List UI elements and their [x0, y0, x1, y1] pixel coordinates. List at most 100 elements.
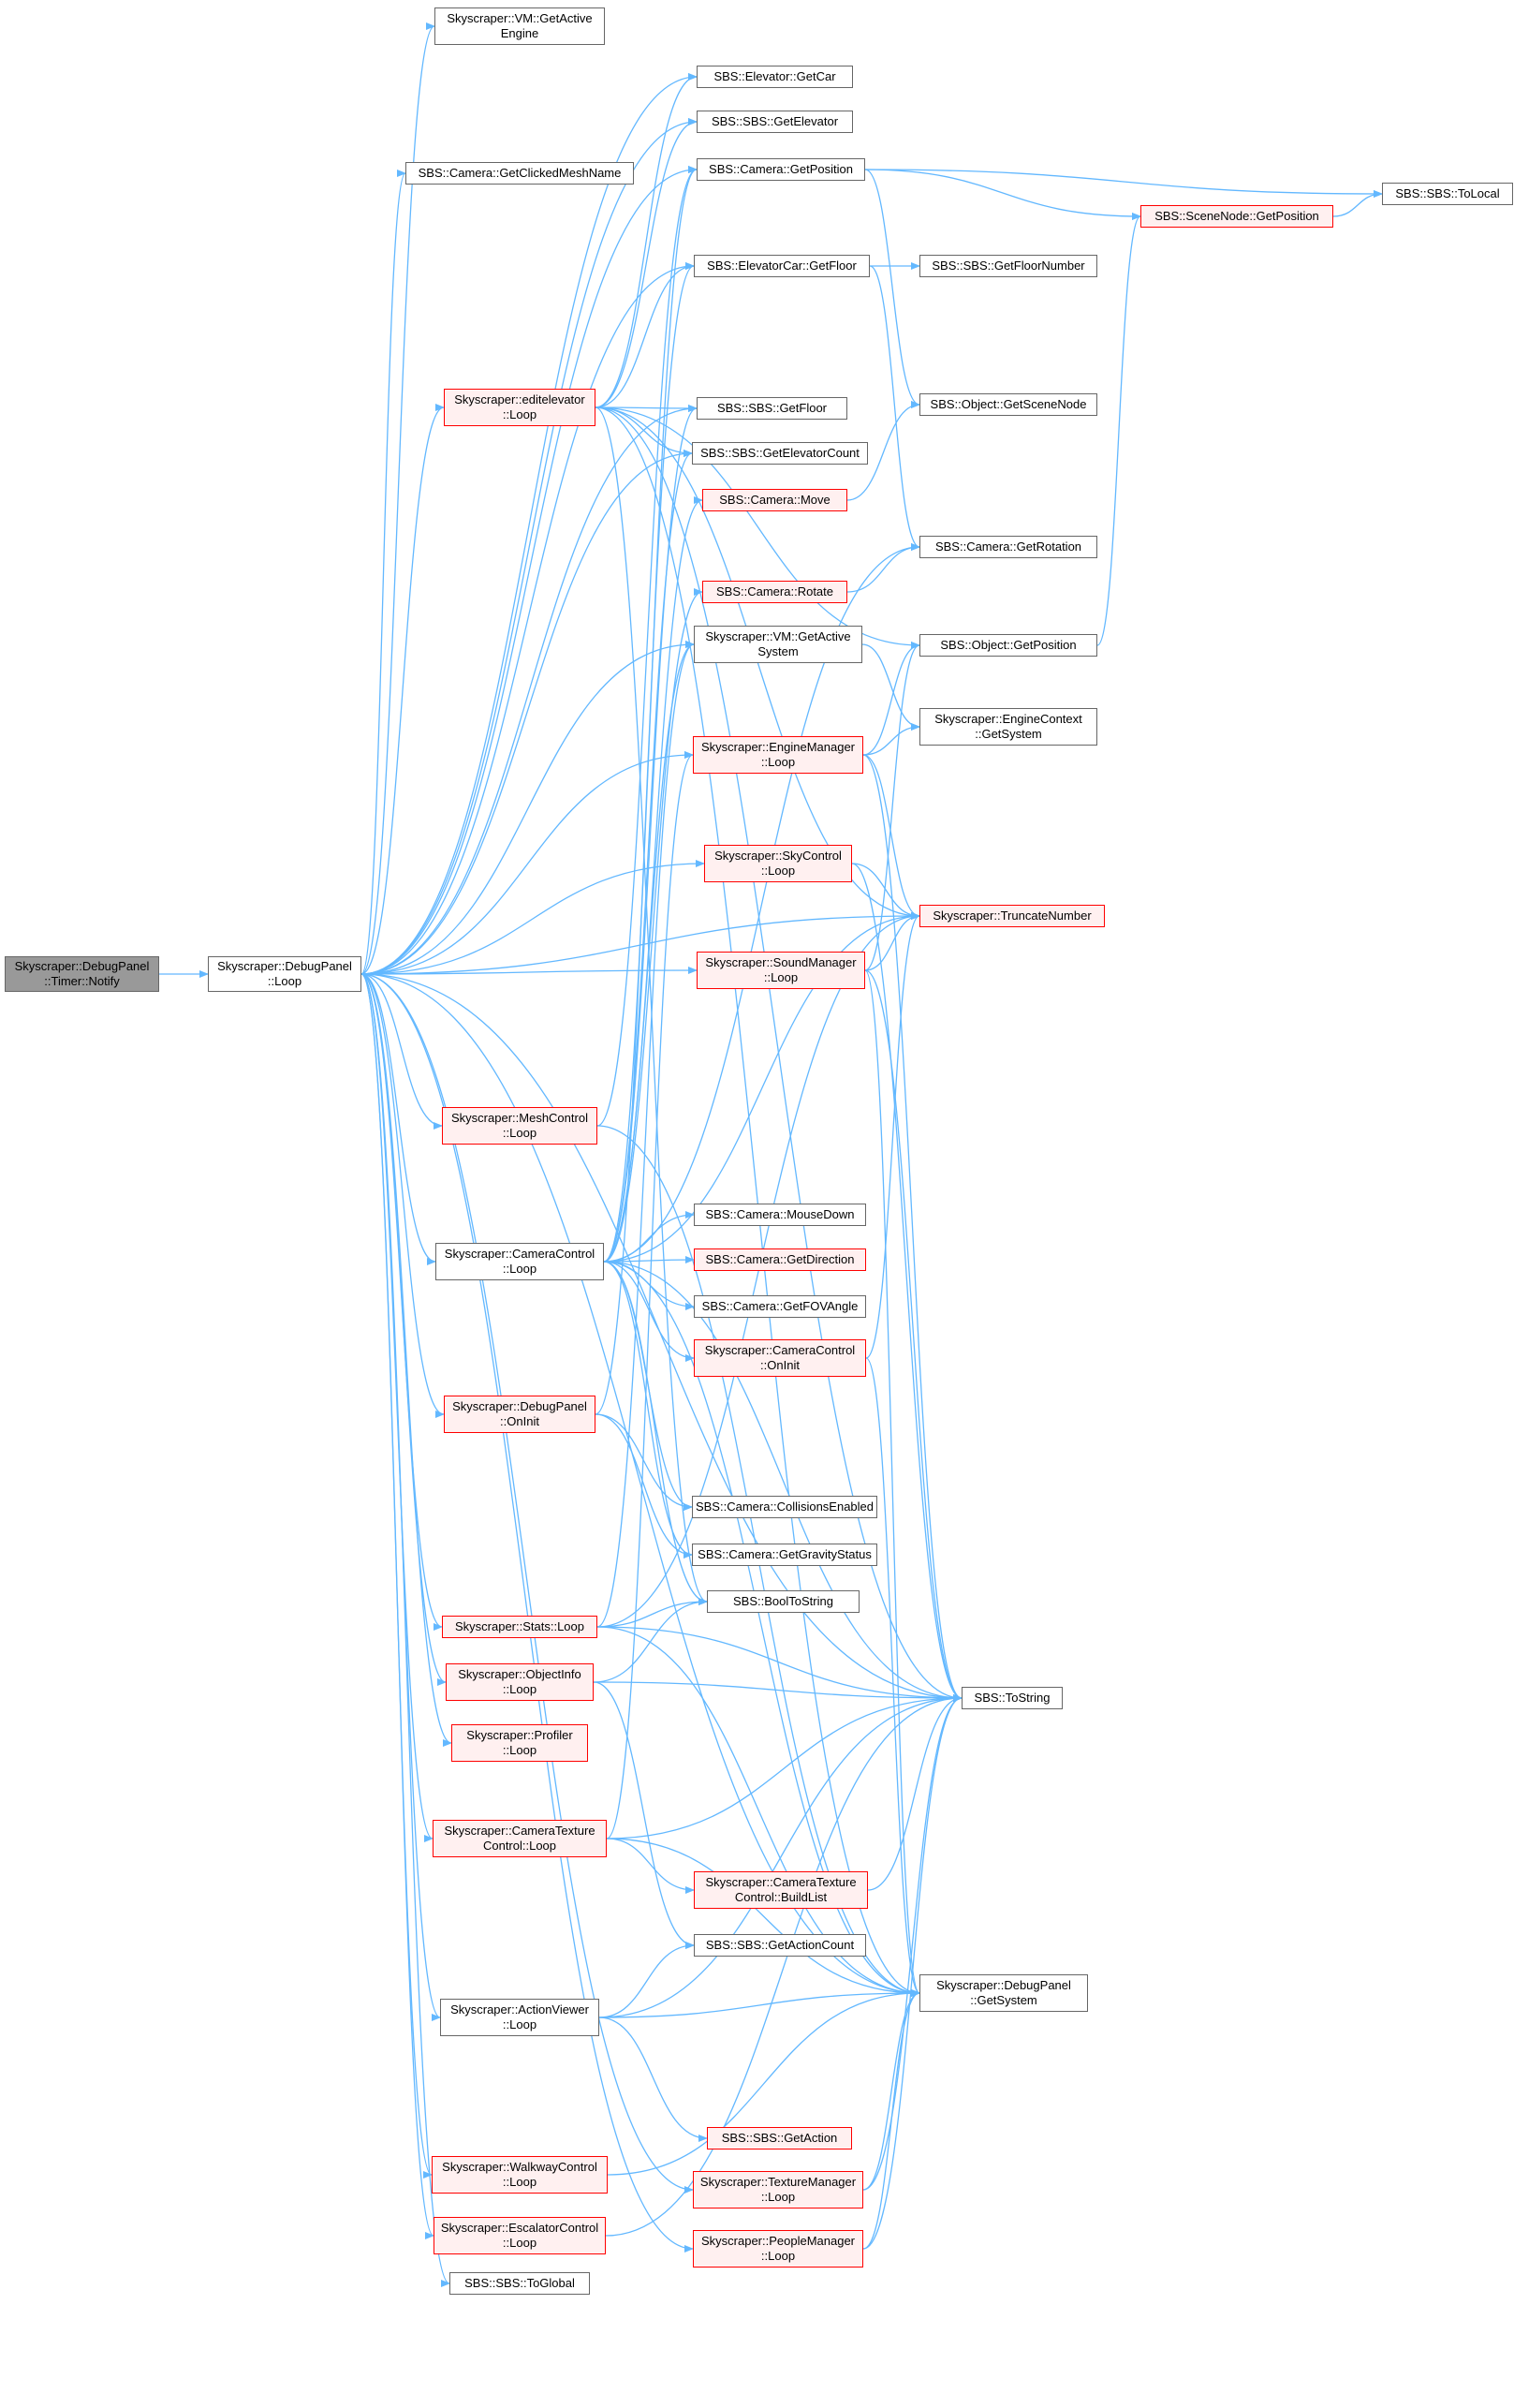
node-toglobal[interactable]: SBS::SBS::ToGlobal: [449, 2272, 590, 2295]
edge-dp_loop-to-skyctrl: [360, 860, 705, 975]
edge-dp_loop-to-editelev: [360, 404, 445, 975]
node-scenenode-getpos[interactable]: SBS::SceneNode::GetPosition: [1140, 205, 1333, 228]
node-label-line: Skyscraper::ActionViewer: [450, 2002, 589, 2017]
node-label-line: Skyscraper::EngineManager: [700, 740, 856, 754]
node-engmgr[interactable]: Skyscraper::EngineManager::Loop: [693, 736, 863, 774]
node-collisions[interactable]: SBS::Camera::CollisionsEnabled: [692, 1496, 877, 1518]
edge-camctrl-to-cam_rotate: [603, 588, 703, 1263]
node-getcar[interactable]: SBS::Elevator::GetCar: [697, 66, 853, 88]
node-label-line: Skyscraper::DebugPanel: [217, 959, 352, 973]
edge-dp_loop-to-vm_engine: [360, 22, 435, 975]
node-elevcount[interactable]: SBS::SBS::GetElevatorCount: [692, 442, 868, 465]
node-label-line: ::Loop: [502, 1682, 537, 1696]
edge-walkway-to-dp_getsystem: [607, 1989, 920, 2176]
node-texmgr[interactable]: Skyscraper::TextureManager::Loop: [693, 2171, 863, 2209]
node-tostring[interactable]: SBS::ToString: [962, 1687, 1063, 1709]
edge-stats-to-tostring: [596, 1626, 963, 1702]
node-label-line: ::Loop: [502, 1743, 537, 1757]
edge-cam_getpos-to-scenenode_getpos: [864, 169, 1141, 220]
node-label-line: ::GetSystem: [975, 727, 1042, 741]
edge-cam_move-to-getscenenode: [846, 401, 920, 501]
edge-editelev-to-elevcount: [595, 406, 693, 457]
node-label-line: SBS::SBS::GetActionCount: [705, 1938, 855, 1952]
node-label-line: ::Loop: [502, 2017, 537, 2031]
edge-buildlist-to-tostring: [867, 1694, 963, 1891]
node-label-line: SBS::BoolToString: [733, 1594, 833, 1608]
node-label-line: ::OnInit: [760, 1358, 800, 1372]
edge-camctrl-to-booltostr: [603, 1261, 708, 1605]
edge-dp_loop-to-cam_getpos: [360, 166, 698, 975]
node-getaction[interactable]: SBS::SBS::GetAction: [707, 2127, 852, 2149]
node-ec-getfloor[interactable]: SBS::ElevatorCar::GetFloor: [694, 255, 870, 277]
node-peoplemgr[interactable]: Skyscraper::PeopleManager::Loop: [693, 2230, 863, 2268]
node-label-line: Skyscraper::CameraControl: [704, 1343, 856, 1357]
node-cam-rotate[interactable]: SBS::Camera::Rotate: [702, 581, 847, 603]
edge-editelev-to-booltostr: [595, 406, 708, 1605]
node-editelev[interactable]: Skyscraper::editelevator::Loop: [444, 389, 595, 426]
node-stats[interactable]: Skyscraper::Stats::Loop: [442, 1616, 597, 1638]
node-profiler[interactable]: Skyscraper::Profiler::Loop: [451, 1724, 588, 1762]
edge-camctrl-to-gravity: [603, 1261, 693, 1559]
edge-camtex-to-dp_getsystem: [606, 1838, 920, 1997]
edge-dp_loop-to-elevcount: [360, 450, 693, 975]
node-clicked-mesh[interactable]: SBS::Camera::GetClickedMeshName: [405, 162, 634, 185]
node-engctx-sys[interactable]: Skyscraper::EngineContext::GetSystem: [919, 708, 1097, 746]
node-camctrl[interactable]: Skyscraper::CameraControl::Loop: [435, 1243, 604, 1280]
node-getrotation[interactable]: SBS::Camera::GetRotation: [919, 536, 1097, 558]
node-dp-oninit[interactable]: Skyscraper::DebugPanel::OnInit: [444, 1396, 595, 1433]
node-label-line: Skyscraper::VM::GetActive: [447, 11, 593, 25]
node-label-line: Skyscraper::MeshControl: [451, 1111, 588, 1125]
edge-meshctrl-to-cam_getpos: [596, 166, 698, 1127]
edge-camctrl-to-vm_system: [603, 641, 695, 1263]
node-sbs-getfloor[interactable]: SBS::SBS::GetFloor: [697, 397, 847, 420]
node-label-line: Skyscraper::SkyControl: [714, 849, 842, 863]
node-label-line: ::Timer::Notify: [44, 974, 120, 988]
edge-obj_getpos-to-scenenode_getpos: [1096, 213, 1141, 646]
node-booltostr[interactable]: SBS::BoolToString: [707, 1590, 860, 1613]
node-actviewer[interactable]: Skyscraper::ActionViewer::Loop: [440, 1999, 599, 2036]
node-getelevator[interactable]: SBS::SBS::GetElevator: [697, 111, 853, 133]
edge-objinfo-to-tostring: [593, 1681, 963, 1702]
node-label-line: Engine: [500, 26, 539, 40]
node-label-line: SBS::Camera::GetPosition: [709, 162, 853, 176]
node-label-line: ::Loop: [502, 2175, 537, 2189]
edge-objinfo-to-actcount: [593, 1681, 695, 1949]
node-obj-getpos[interactable]: SBS::Object::GetPosition: [919, 634, 1097, 657]
node-actcount[interactable]: SBS::SBS::GetActionCount: [694, 1934, 866, 1957]
node-camctrl-init[interactable]: Skyscraper::CameraControl::OnInit: [694, 1339, 866, 1377]
edge-camtex-to-engmgr: [606, 751, 694, 1839]
node-getscenenode[interactable]: SBS::Object::GetSceneNode: [919, 393, 1097, 416]
edge-engmgr-to-tostring: [862, 754, 963, 1702]
edge-texmgr-to-tostring: [862, 1694, 963, 2191]
node-objinfo[interactable]: Skyscraper::ObjectInfo::Loop: [446, 1663, 594, 1701]
node-label-line: SBS::Camera::GetFOVAngle: [701, 1299, 859, 1313]
edge-dp_loop-to-toglobal: [360, 973, 450, 2287]
node-dp-getsystem[interactable]: Skyscraper::DebugPanel::GetSystem: [919, 1974, 1088, 2012]
node-dp-loop[interactable]: Skyscraper::DebugPanel::Loop: [208, 956, 361, 992]
node-cam-getpos[interactable]: SBS::Camera::GetPosition: [697, 158, 865, 181]
node-gravity[interactable]: SBS::Camera::GetGravityStatus: [692, 1544, 877, 1566]
node-skyctrl[interactable]: Skyscraper::SkyControl::Loop: [704, 845, 852, 882]
edge-camctrl_init-to-truncate: [865, 912, 920, 1359]
edge-actviewer-to-dp_getsystem: [598, 1989, 920, 2018]
node-soundmgr[interactable]: Skyscraper::SoundManager::Loop: [697, 952, 865, 989]
node-notify[interactable]: Skyscraper::DebugPanel::Timer::Notify: [5, 956, 159, 992]
node-mousedown[interactable]: SBS::Camera::MouseDown: [694, 1204, 866, 1226]
node-truncate[interactable]: Skyscraper::TruncateNumber: [919, 905, 1105, 927]
node-fovangle[interactable]: SBS::Camera::GetFOVAngle: [694, 1295, 866, 1318]
node-tolocal[interactable]: SBS::SBS::ToLocal: [1382, 183, 1513, 205]
node-cam-move[interactable]: SBS::Camera::Move: [702, 489, 847, 511]
node-escalator[interactable]: Skyscraper::EscalatorControl::Loop: [434, 2217, 606, 2254]
node-label-line: SBS::Elevator::GetCar: [713, 69, 836, 83]
node-walkway[interactable]: Skyscraper::WalkwayControl::Loop: [432, 2156, 608, 2194]
edge-cam_rotate-to-getrotation: [846, 543, 920, 593]
node-getdir[interactable]: SBS::Camera::GetDirection: [694, 1248, 866, 1271]
node-meshctrl[interactable]: Skyscraper::MeshControl::Loop: [442, 1107, 597, 1145]
node-label-line: Skyscraper::SoundManager: [705, 955, 857, 969]
edge-dp_loop-to-vm_system: [360, 641, 695, 975]
node-floornum[interactable]: SBS::SBS::GetFloorNumber: [919, 255, 1097, 277]
